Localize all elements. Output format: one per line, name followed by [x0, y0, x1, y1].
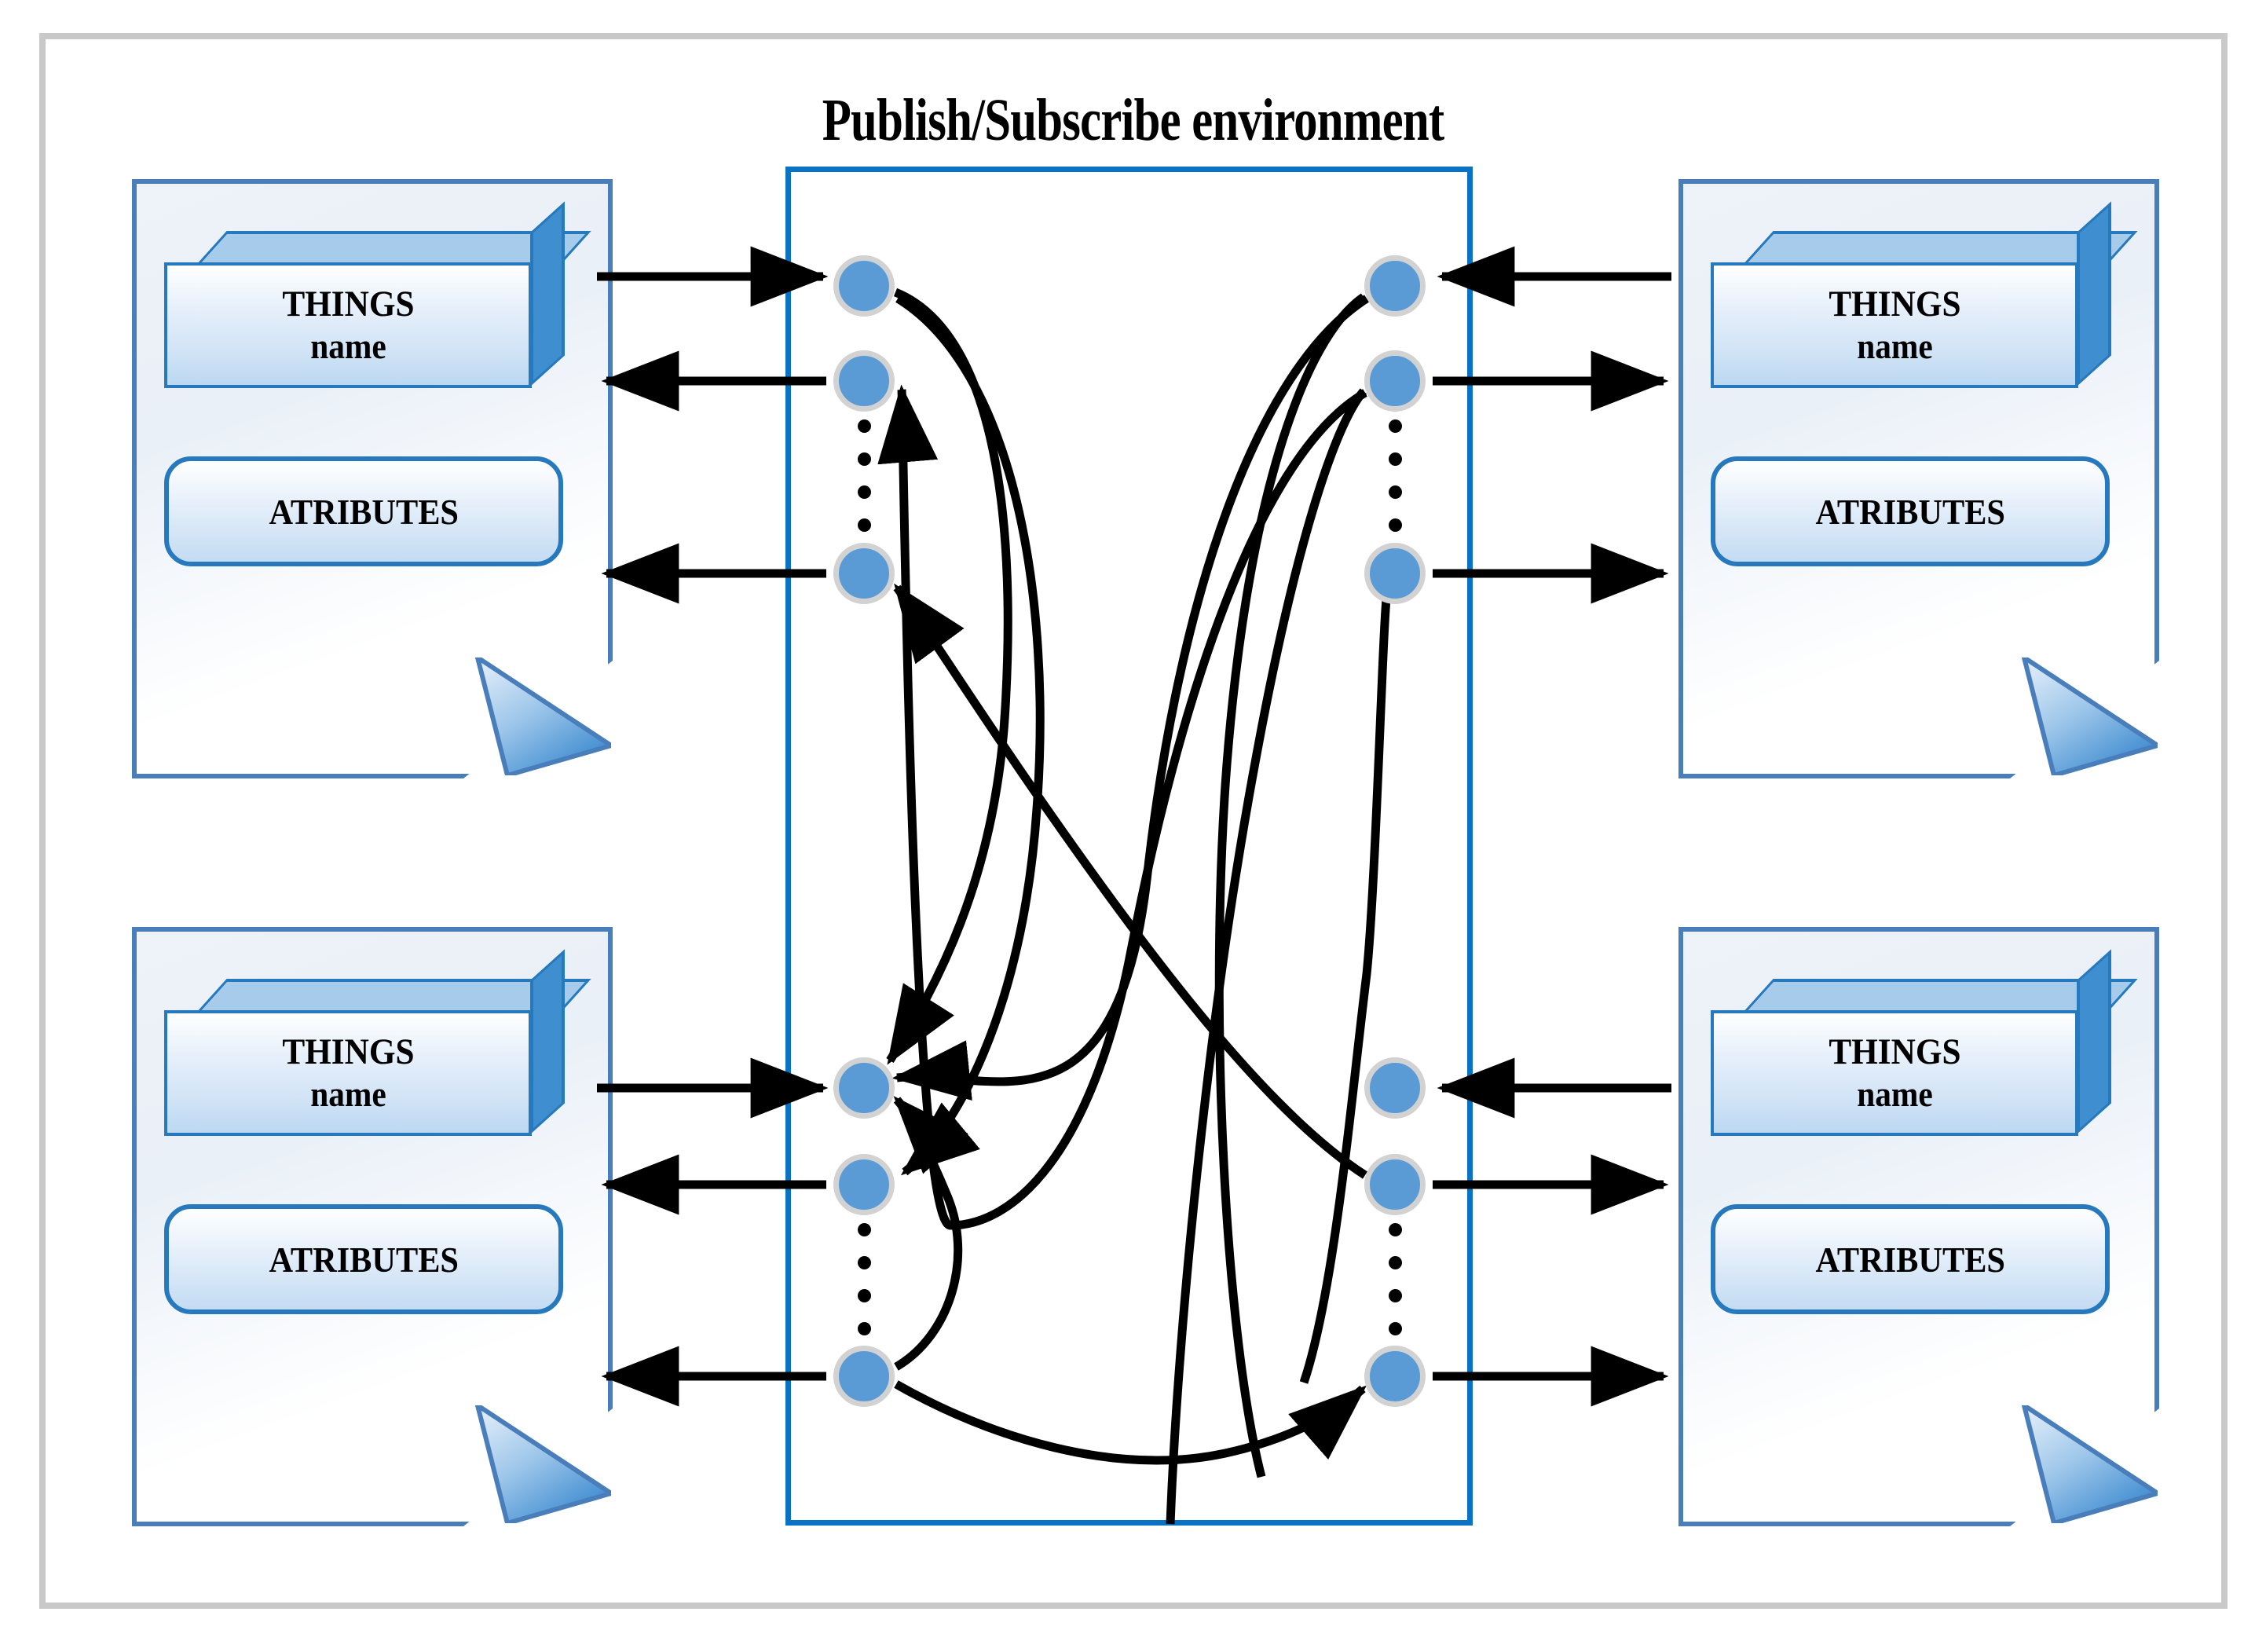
things-3d-box: THINGS name	[1711, 201, 2138, 388]
topic-node-left-top-1[interactable]	[833, 255, 895, 317]
ellipsis-left-bottom	[855, 1223, 873, 1355]
topic-node-left-top-2[interactable]	[833, 350, 895, 412]
page-fold-icon	[474, 658, 611, 775]
topic-node-left-bottom-n[interactable]	[833, 1346, 895, 1407]
things-name-label: name	[309, 327, 386, 367]
topic-node-right-top-n[interactable]	[1364, 543, 1426, 604]
cube-front-face: THINGS name	[164, 1010, 532, 1136]
attributes-box: ATRIBUTES	[1711, 1204, 2110, 1314]
attributes-box: ATRIBUTES	[1711, 456, 2110, 566]
things-name-label: name	[1856, 1075, 1933, 1115]
cube-side-face	[2077, 949, 2111, 1134]
cube-front-face: THINGS name	[1711, 1010, 2078, 1136]
cube-side-face	[2077, 201, 2111, 386]
topic-node-right-bottom-1[interactable]	[1364, 1057, 1426, 1119]
topic-node-right-bottom-2[interactable]	[1364, 1154, 1426, 1215]
thing-card-bottom-right[interactable]: THINGS name ATRIBUTES	[1678, 927, 2159, 1526]
topic-node-right-bottom-n[interactable]	[1364, 1346, 1426, 1407]
thing-card-top-left[interactable]: THINGS name ATRIBUTES	[132, 179, 613, 778]
cube-side-face	[530, 201, 565, 386]
attributes-label: ATRIBUTES	[1815, 1239, 2005, 1280]
cube-front-face: THINGS name	[1711, 262, 2078, 388]
things-3d-box: THINGS name	[1711, 949, 2138, 1136]
topic-node-left-bottom-1[interactable]	[833, 1057, 895, 1119]
topic-node-left-bottom-2[interactable]	[833, 1154, 895, 1215]
topic-node-left-top-n[interactable]	[833, 543, 895, 604]
page-title: Publish/Subscribe environment	[822, 87, 1444, 153]
cube-side-face	[530, 949, 565, 1134]
ellipsis-right-top	[1386, 419, 1404, 551]
things-name-label: name	[309, 1075, 386, 1115]
things-label: THINGS	[1828, 284, 1961, 325]
page-fold-icon	[2021, 1405, 2158, 1523]
publish-subscribe-broker-box	[785, 167, 1473, 1526]
thing-card-top-right[interactable]: THINGS name ATRIBUTES	[1678, 179, 2159, 778]
things-3d-box: THINGS name	[164, 949, 591, 1136]
things-label: THINGS	[1828, 1031, 1961, 1073]
things-label: THINGS	[281, 284, 415, 325]
things-label: THINGS	[281, 1031, 415, 1073]
attributes-label: ATRIBUTES	[269, 491, 459, 532]
attributes-box: ATRIBUTES	[164, 1204, 563, 1314]
thing-card-bottom-left[interactable]: THINGS name ATRIBUTES	[132, 927, 613, 1526]
ellipsis-right-bottom	[1386, 1223, 1404, 1355]
attributes-box: ATRIBUTES	[164, 456, 563, 566]
page-fold-icon	[2021, 658, 2158, 775]
things-name-label: name	[1856, 327, 1933, 367]
topic-node-right-top-2[interactable]	[1364, 350, 1426, 412]
topic-node-right-top-1[interactable]	[1364, 255, 1426, 317]
cube-front-face: THINGS name	[164, 262, 532, 388]
page-fold-icon	[474, 1405, 611, 1523]
attributes-label: ATRIBUTES	[269, 1239, 459, 1280]
attributes-label: ATRIBUTES	[1815, 491, 2005, 532]
ellipsis-left-top	[855, 419, 873, 551]
things-3d-box: THINGS name	[164, 201, 591, 388]
